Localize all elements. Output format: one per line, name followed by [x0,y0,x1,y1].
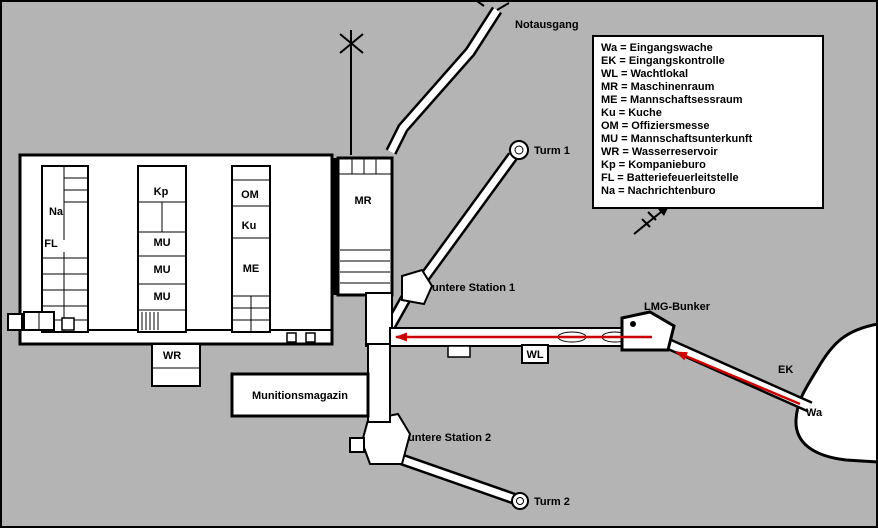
corridor-door-2 [305,332,316,343]
turm-1-shaft-inner [514,145,524,155]
notausgang-tunnel [387,8,500,154]
label-ek: EK [778,364,793,376]
turm-2-shaft-inner [516,497,524,505]
legend-item: Ku = Kuche [601,107,662,119]
legend-item: ME = Mannschaftsessraum [601,94,743,106]
label-wa: Wa [806,407,823,419]
room-block-na-fl-fittings [42,166,88,332]
main-building [7,153,676,423]
map-labels: Notausgang Turm 1 untere Station 1 LMG-B… [44,19,823,508]
label-mu-2: MU [153,264,170,276]
antenna-icon [339,30,364,155]
legend-item: WR = Wasserreservoir [601,146,718,158]
label-wr: WR [163,350,181,362]
label-mu-1: MU [153,237,170,249]
mr-passage [365,292,393,347]
legend-item: WL = Wachtlokal [601,68,688,80]
dividing-wall [331,158,339,295]
entrance-tunnel [662,338,812,411]
south-passage [367,343,391,423]
label-untere-station-2: untere Station 2 [408,432,491,444]
label-om: OM [241,189,259,201]
notausgang-flare-right [496,2,510,11]
turm-1-shaft [509,140,529,160]
room-wl [521,344,549,364]
label-munitionsmagazin: Munitionsmagazin [252,390,348,402]
room-block-om-ku-me-fittings [232,179,270,332]
legend-item: Na = Nachrichtenburo [601,185,716,197]
legend-item: Kp = Kompanieburo [601,159,706,171]
label-ku: Ku [242,220,257,232]
room-block-na-fl [41,165,89,333]
legend-item: MU = Mannschaftsunterkunft [601,133,753,145]
tunnels [382,0,813,505]
label-na: Na [49,206,64,218]
label-mr: MR [354,195,371,207]
station-2-annex [349,437,365,453]
room-block-kp-mu [137,165,187,333]
turm1-tunnel [421,153,516,281]
corridor-door-1 [286,332,297,343]
stations [349,268,434,465]
legend-item: MR = Maschinenraum [601,81,715,93]
route-entrance-arrow [675,350,801,406]
corridor-niche [447,345,471,358]
legend: Wa = Eingangswache EK = Eingangskontroll… [592,35,824,209]
room-wr [151,343,201,387]
room-mr-fittings [338,158,392,284]
room-mr [336,156,394,297]
legend-item: Wa = Eingangswache [601,42,713,54]
label-untere-station-1: untere Station 1 [432,282,515,294]
legend-item: FL = Batteriefeuerleitstelle [601,172,739,184]
label-mu-3: MU [153,291,170,303]
lmg-bunker-room [620,310,676,352]
lmg-mount-dot [630,321,636,327]
label-kp: Kp [154,186,169,198]
label-turm-2: Turm 2 [534,496,570,508]
untere-station-1-chamber [401,268,434,306]
legend-item: EK = Eingangskontrolle [601,55,725,67]
label-me: ME [243,263,260,275]
label-turm-1: Turm 1 [534,145,570,157]
small-store [61,317,75,331]
label-wl: WL [526,349,543,361]
legend-box [592,35,824,209]
turm2-tunnel [390,452,517,503]
west-annex [7,313,23,331]
turm-2-shaft [511,492,529,510]
legend-item: OM = Offiziersmesse [601,120,710,132]
label-lmg-bunker: LMG-Bunker [644,301,711,313]
label-notausgang: Notausgang [515,19,579,31]
route [395,332,801,406]
room-block-kp-mu-fittings [138,201,186,330]
label-fl: FL [44,238,58,250]
munitionsmagazin-room [230,372,370,418]
towers [509,140,529,510]
